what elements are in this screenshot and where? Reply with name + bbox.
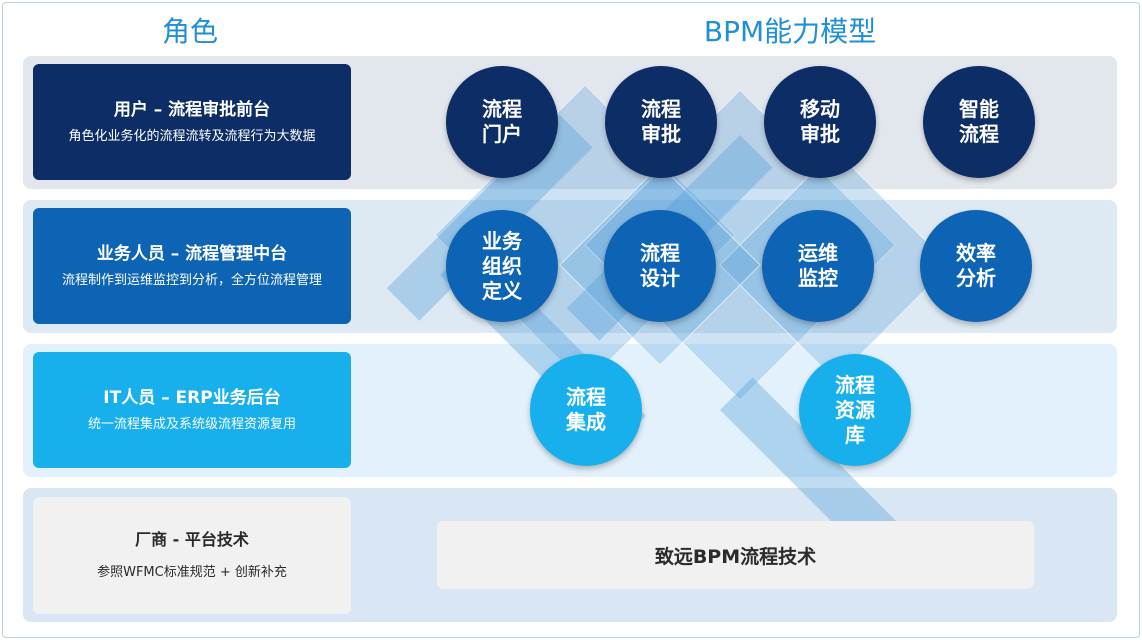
bpm-model-header: BPM能力模型 (703, 15, 877, 48)
role-vendor-platform: 厂商 - 平台技术 参照WFMC标准规范 + 创新补充 (33, 497, 351, 614)
capability-process-approval: 流程 审批 (605, 66, 717, 178)
bpm-technology-bar: 致远BPM流程技术 (437, 521, 1034, 589)
capability-mobile-approval: 移动 审批 (764, 66, 876, 178)
role-user-frontend: 用户 – 流程审批前台 角色化业务化的流程流转及流程行为大数据 (33, 64, 351, 180)
role-header: 角色 (161, 15, 218, 48)
capability-ops-monitoring: 运维 监控 (762, 210, 874, 322)
role-description: 流程制作到运维监控到分析，全方位流程管理 (61, 272, 322, 288)
role-title: 业务人员 – 流程管理中台 (96, 243, 288, 264)
role-title: IT人员 – ERP业务后台 (103, 387, 281, 408)
role-description: 统一流程集成及系统级流程资源复用 (87, 416, 296, 432)
role-business-middle: 业务人员 – 流程管理中台 流程制作到运维监控到分析，全方位流程管理 (33, 208, 351, 324)
capability-smart-process: 智能 流程 (923, 66, 1035, 178)
role-description: 参照WFMC标准规范 + 创新补充 (97, 564, 287, 580)
capability-process-portal: 流程 门户 (446, 66, 558, 178)
role-description: 角色化业务化的流程流转及流程行为大数据 (68, 128, 316, 144)
role-title: 厂商 - 平台技术 (135, 529, 249, 549)
role-title: 用户 – 流程审批前台 (113, 99, 271, 120)
capability-business-org-definition: 业务 组织 定义 (446, 210, 558, 322)
capability-process-design: 流程 设计 (604, 210, 716, 322)
capability-process-resource-library: 流程 资源 库 (799, 354, 911, 466)
capability-efficiency-analysis: 效率 分析 (920, 210, 1032, 322)
capability-process-integration: 流程 集成 (530, 354, 642, 466)
role-it-backend: IT人员 – ERP业务后台 统一流程集成及系统级流程资源复用 (33, 352, 351, 468)
